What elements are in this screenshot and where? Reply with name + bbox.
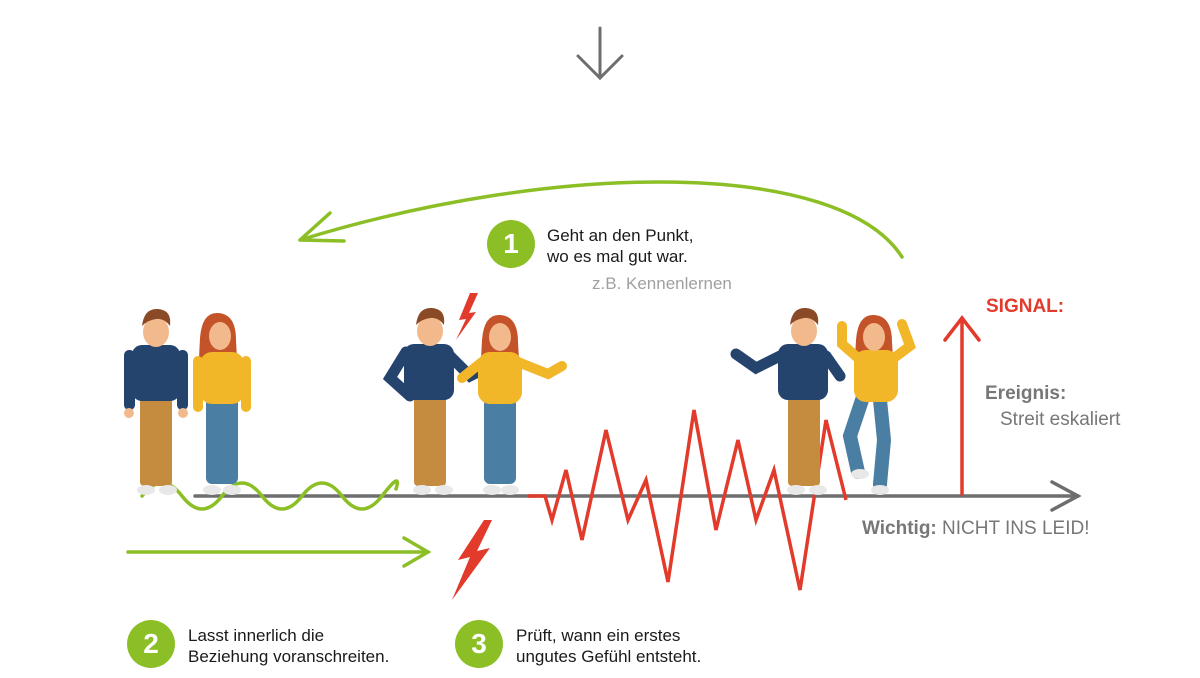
timeline-axis	[193, 480, 1082, 512]
couple-tension	[382, 307, 567, 495]
important-note: Wichtig: NICHT INS LEID!	[862, 518, 1090, 540]
lightning-icon	[452, 520, 492, 600]
down-arrow-icon	[576, 26, 624, 81]
person-woman-icon	[837, 314, 916, 495]
event-label: Ereignis:	[985, 383, 1067, 404]
person-woman-icon	[193, 312, 251, 495]
couple-conflict	[730, 307, 916, 495]
step-1-badge: 1	[487, 220, 535, 268]
calm-wave-line	[140, 479, 400, 511]
step-2-badge: 2	[127, 620, 175, 668]
person-man-icon	[124, 308, 188, 495]
step-1-hint: z.B. Kennenlernen	[592, 274, 732, 293]
signal-arrow	[943, 315, 981, 496]
person-man-icon	[382, 307, 492, 495]
step-2-line-1: Lasst innerlich die	[188, 626, 325, 645]
step-3-line-1: Prüft, wann ein erstes	[516, 626, 681, 645]
step-1-line-1: Geht an den Punkt,	[547, 226, 694, 245]
person-woman-icon	[457, 314, 567, 495]
lightning-icon	[456, 293, 478, 340]
person-man-icon	[730, 307, 846, 495]
step-1-line-2: wo es mal gut war.	[547, 247, 688, 266]
couple-calm	[124, 308, 251, 495]
conflict-zigzag-line	[528, 409, 848, 591]
important-text: NICHT INS LEID!	[942, 518, 1090, 539]
step-2-line-2: Beziehung voranschreiten.	[188, 647, 390, 666]
return-arrow	[298, 180, 904, 259]
signal-label: SIGNAL:	[986, 296, 1065, 317]
important-label: Wichtig:	[862, 518, 937, 539]
step-3-line-2: ungutes Gefühl entsteht.	[516, 647, 702, 666]
event-text: Streit eskaliert	[1000, 409, 1121, 430]
forward-arrow	[126, 536, 432, 568]
step-3-badge: 3	[455, 620, 503, 668]
